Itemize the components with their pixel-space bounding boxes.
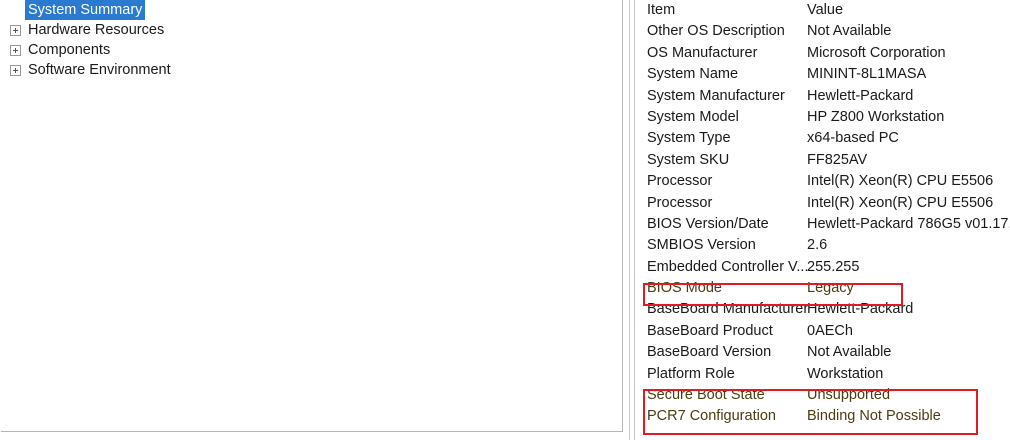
- detail-row[interactable]: System Type x64-based PC: [636, 128, 1010, 149]
- tree-item-hardware-resources[interactable]: Hardware Resources: [1, 20, 622, 40]
- detail-row[interactable]: System Model HP Z800 Workstation: [636, 107, 1010, 128]
- detail-row[interactable]: Processor Intel(R) Xeon(R) CPU E5506: [636, 171, 1010, 192]
- detail-item-cell: BIOS Mode: [647, 280, 722, 297]
- detail-row[interactable]: BaseBoard Version Not Available: [636, 342, 1010, 363]
- detail-row[interactable]: Processor Intel(R) Xeon(R) CPU E5506: [636, 193, 1010, 214]
- detail-value-cell: Intel(R) Xeon(R) CPU E5506: [807, 173, 994, 190]
- detail-item-cell: System SKU: [647, 151, 730, 168]
- detail-value-cell: 2.6: [807, 237, 828, 254]
- detail-row[interactable]: System SKU FF825AV: [636, 150, 1010, 171]
- detail-value-cell: Not Available: [807, 23, 892, 40]
- detail-row[interactable]: PCR7 Configuration Binding Not Possible: [636, 406, 1010, 427]
- detail-value-cell: Intel(R) Xeon(R) CPU E5506: [807, 194, 994, 211]
- details-header-row: Item Value: [636, 0, 1010, 21]
- detail-item-cell: BaseBoard Product: [647, 322, 773, 339]
- detail-item-cell: System Manufacturer: [647, 87, 785, 104]
- detail-value-cell: Not Available: [807, 344, 892, 361]
- detail-item-cell: Processor: [647, 173, 713, 190]
- detail-item-cell: Embedded Controller V...: [647, 258, 809, 275]
- detail-item-cell: Platform Role: [647, 365, 735, 382]
- plus-box-icon[interactable]: [10, 44, 21, 56]
- detail-row[interactable]: SMBIOS Version 2.6: [636, 235, 1010, 256]
- detail-item-cell: BaseBoard Manufacturer: [647, 301, 809, 318]
- detail-item-cell: BaseBoard Version: [647, 344, 772, 361]
- detail-value-cell: MININT-8L1MASA: [807, 66, 927, 83]
- tree-item-software-environment[interactable]: Software Environment: [1, 60, 622, 80]
- detail-value-cell: Microsoft Corporation: [807, 44, 946, 61]
- detail-row[interactable]: Platform Role Workstation: [636, 364, 1010, 385]
- detail-row[interactable]: BIOS Mode Legacy: [636, 278, 1010, 299]
- detail-item-cell: OS Manufacturer: [647, 44, 758, 61]
- detail-row[interactable]: System Manufacturer Hewlett-Packard: [636, 86, 1010, 107]
- detail-item-cell: PCR7 Configuration: [647, 408, 776, 425]
- detail-value-cell: Legacy: [807, 280, 854, 297]
- tree-item-label: Software Environment: [28, 62, 171, 78]
- detail-item-cell: BIOS Version/Date: [647, 215, 769, 232]
- detail-value-cell: Hewlett-Packard 786G5 v01.17, 8/: [807, 215, 1010, 232]
- detail-row[interactable]: System Name MININT-8L1MASA: [636, 64, 1010, 85]
- detail-value-cell: x64-based PC: [807, 130, 899, 147]
- detail-row[interactable]: BIOS Version/Date Hewlett-Packard 786G5 v…: [636, 214, 1010, 235]
- detail-value-cell: Hewlett-Packard: [807, 301, 914, 318]
- detail-item-cell: SMBIOS Version: [647, 237, 756, 254]
- column-header-value[interactable]: Value: [807, 2, 844, 18]
- detail-item-cell: System Model: [647, 108, 739, 125]
- plus-box-icon[interactable]: [10, 24, 21, 36]
- detail-item-cell: Secure Boot State: [647, 387, 765, 404]
- tree-item-label: Components: [28, 42, 111, 58]
- detail-value-cell: Workstation: [807, 365, 884, 382]
- detail-value-cell: 255.255: [807, 258, 860, 275]
- tree-indent-spacer: [10, 5, 25, 16]
- detail-value-cell: HP Z800 Workstation: [807, 108, 945, 125]
- plus-box-icon[interactable]: [10, 64, 21, 76]
- detail-value-cell: 0AECh: [807, 322, 853, 339]
- detail-item-cell: Processor: [647, 194, 713, 211]
- detail-row[interactable]: Other OS Description Not Available: [636, 21, 1010, 42]
- detail-row[interactable]: Embedded Controller V...255.255: [636, 257, 1010, 278]
- tree-item-label: System Summary: [25, 0, 146, 20]
- detail-row[interactable]: Secure Boot State Unsupported: [636, 385, 1010, 406]
- detail-value-cell: Unsupported: [807, 387, 891, 404]
- detail-item-cell: System Name: [647, 66, 739, 83]
- detail-item-cell: Other OS Description: [647, 23, 785, 40]
- tree-item-system-summary[interactable]: System Summary: [1, 0, 622, 20]
- detail-row[interactable]: OS Manufacturer Microsoft Corporation: [636, 43, 1010, 64]
- detail-item-cell: System Type: [647, 130, 731, 147]
- panel-divider-left[interactable]: [629, 0, 630, 440]
- detail-value-cell: FF825AV: [807, 151, 868, 168]
- column-header-item[interactable]: Item: [647, 2, 676, 18]
- panel-divider-right[interactable]: [634, 0, 635, 440]
- detail-row[interactable]: BaseBoard Product 0AECh: [636, 321, 1010, 342]
- tree-item-label: Hardware Resources: [28, 22, 165, 38]
- tree-item-components[interactable]: Components: [1, 40, 622, 60]
- detail-value-cell: Binding Not Possible: [807, 408, 941, 425]
- detail-value-cell: Hewlett-Packard: [807, 87, 914, 104]
